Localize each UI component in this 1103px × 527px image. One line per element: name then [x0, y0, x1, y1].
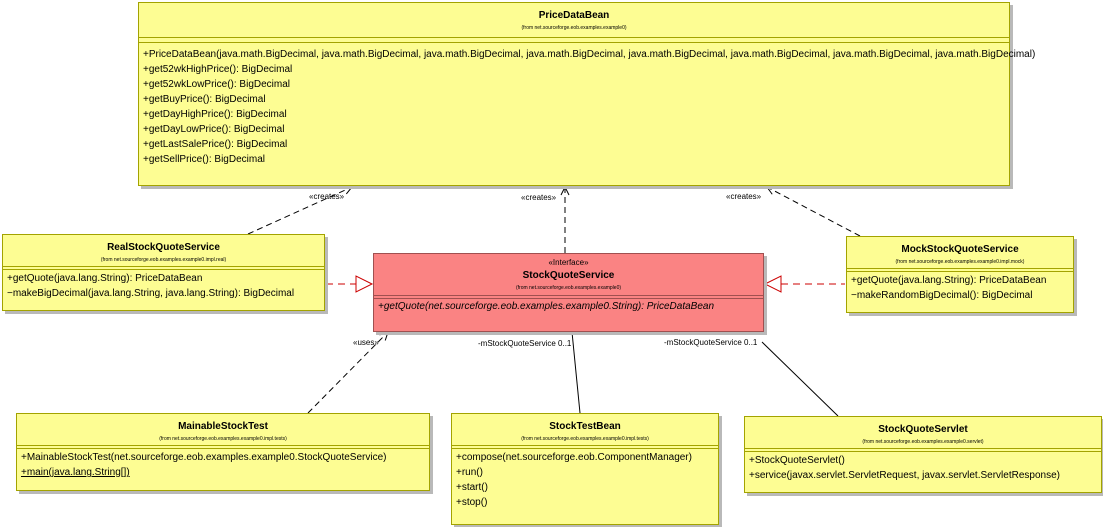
class-mainable-stock-test[interactable]: MainableStockTest (from net.sourceforge.…	[16, 413, 430, 491]
class-name: MockStockQuoteService	[901, 244, 1019, 255]
association-label-test-bean: -mStockQuoteService 0..1	[478, 339, 572, 348]
class-package: (from net.sourceforge.eob.examples.examp…	[895, 259, 1025, 265]
class-name: PriceDataBean	[538, 10, 610, 21]
operation: +getQuote(java.lang.String): PriceDataBe…	[851, 275, 1047, 286]
operation: +compose(net.sourceforge.eob.ComponentMa…	[456, 452, 692, 463]
operation: +getDayLowPrice(): BigDecimal	[143, 124, 285, 135]
realization-arrowhead-left	[355, 275, 374, 293]
interface-stereotype: «Interface»	[548, 258, 589, 267]
class-stock-quote-servlet[interactable]: StockQuoteServlet (from net.sourceforge.…	[744, 416, 1102, 493]
creates-label-right: «creates»	[726, 192, 762, 201]
operations-list: +compose(net.sourceforge.eob.ComponentMa…	[452, 449, 718, 510]
association-servlet	[761, 341, 839, 417]
uses-label: «uses»	[353, 338, 379, 347]
creates-label-center: «creates»	[521, 193, 557, 202]
operation: +service(javax.servlet.ServletRequest, j…	[749, 470, 1060, 481]
class-mock-stock-quote-service[interactable]: MockStockQuoteService (from net.sourcefo…	[846, 236, 1074, 313]
operation: +MainableStockTest(net.sourceforge.eob.e…	[21, 452, 387, 463]
operation: +start()	[456, 482, 488, 493]
creates-dependency-mock	[767, 187, 861, 237]
class-package: (from net.sourceforge.eob.examples.examp…	[159, 436, 287, 442]
operation: +main(java.lang.String[])	[21, 467, 130, 478]
class-package: (from net.sourceforge.eob.examples.examp…	[100, 257, 227, 263]
operation: +getQuote(java.lang.String): PriceDataBe…	[7, 273, 203, 284]
class-package: (from net.sourceforge.eob.examples.examp…	[521, 25, 627, 31]
operation: +getLastSalePrice(): BigDecimal	[143, 139, 288, 150]
association-label-servlet: -mStockQuoteService 0..1	[664, 338, 758, 347]
operation: +getDayHighPrice(): BigDecimal	[143, 109, 287, 120]
operation: −makeRandomBigDecimal(): BigDecimal	[851, 290, 1033, 301]
interface-stock-quote-service[interactable]: «Interface» StockQuoteService (from net.…	[373, 253, 764, 332]
class-name: StockQuoteService	[522, 270, 615, 281]
operation: +stop()	[456, 497, 488, 508]
uses-dependency	[307, 332, 388, 414]
operations-list: +StockQuoteServlet() +service(javax.serv…	[745, 452, 1101, 483]
creates-label-left: «creates»	[309, 192, 345, 201]
operations-list: +MainableStockTest(net.sourceforge.eob.e…	[17, 449, 429, 480]
operation: +get52wkHighPrice(): BigDecimal	[143, 64, 293, 75]
class-package: (from net.sourceforge.eob.examples.examp…	[862, 439, 984, 445]
class-real-stock-quote-service[interactable]: RealStockQuoteService (from net.sourcefo…	[2, 234, 325, 311]
operations-list: +getQuote(net.sourceforge.eob.examples.e…	[374, 299, 763, 314]
class-package: (from net.sourceforge.eob.examples.examp…	[521, 436, 649, 442]
operations-list: +PriceDataBean(java.math.BigDecimal, jav…	[139, 43, 1036, 167]
operation: +getBuyPrice(): BigDecimal	[143, 94, 266, 105]
class-package: (from net.sourceforge.eob.examples.examp…	[515, 285, 622, 291]
class-stock-test-bean[interactable]: StockTestBean (from net.sourceforge.eob.…	[451, 413, 719, 525]
operation: +StockQuoteServlet()	[749, 455, 845, 466]
class-name: StockTestBean	[549, 421, 621, 432]
creates-dependency-real	[247, 187, 352, 235]
class-price-data-bean[interactable]: PriceDataBean (from net.sourceforge.eob.…	[138, 2, 1036, 186]
operation: +run()	[456, 467, 483, 478]
operation: +getQuote(net.sourceforge.eob.examples.e…	[378, 301, 715, 312]
operation: +PriceDataBean(java.math.BigDecimal, jav…	[143, 49, 1036, 60]
operation: −makeBigDecimal(java.lang.String, java.l…	[7, 288, 295, 299]
association-test-bean	[571, 331, 581, 414]
operation: +getSellPrice(): BigDecimal	[143, 154, 265, 165]
realization-arrowhead-right	[763, 275, 782, 293]
operations-list: +getQuote(java.lang.String): PriceDataBe…	[3, 270, 324, 301]
operations-list: +getQuote(java.lang.String): PriceDataBe…	[847, 272, 1073, 303]
class-name: RealStockQuoteService	[107, 242, 220, 253]
operation: +get52wkLowPrice(): BigDecimal	[143, 79, 291, 90]
class-name: MainableStockTest	[178, 421, 268, 432]
class-name: StockQuoteServlet	[878, 424, 968, 435]
